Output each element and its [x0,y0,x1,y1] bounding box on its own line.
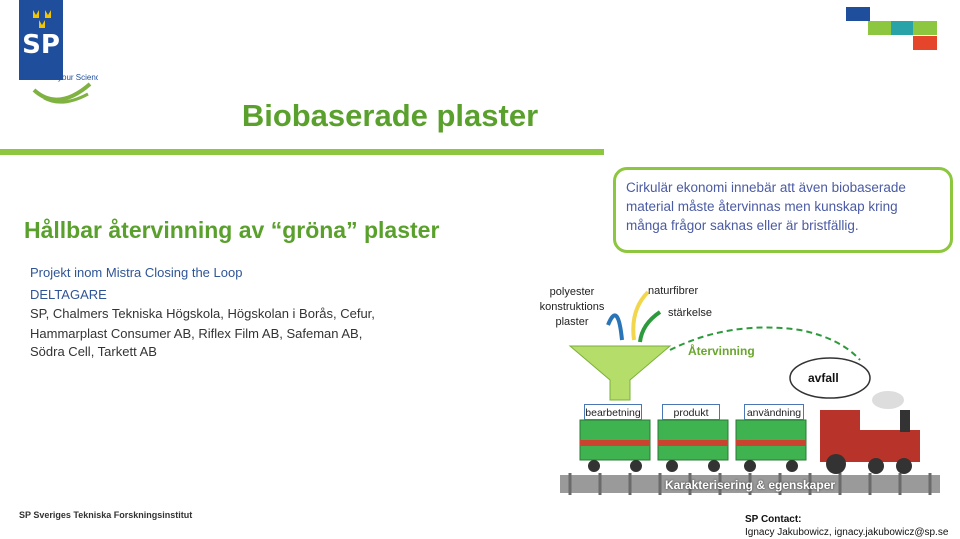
subtitle: Hållbar återvinning av “gröna” plaster [24,217,440,243]
recycling-label: Återvinning [688,344,755,358]
logo-tagline: your Science Partner [58,73,98,82]
input-label: plaster [555,316,589,328]
car-label-use: användning [744,404,804,420]
corner-square [846,7,870,21]
recycling-diagram [560,290,940,495]
page-title: Biobaserade plaster [241,98,539,133]
contact-info: Ignacy Jakubowicz, ignacy.jakubowicz@sp.… [745,527,949,538]
participants-label: DELTAGARE [30,287,107,302]
callout-text: Cirkulär ekonomi innebär att även biobas… [626,180,906,233]
fibres-label: naturfibrer [648,285,699,297]
logo-tagline-arc: your Science Partner [32,73,98,104]
car-label-product: produkt [662,404,720,420]
callout-box: Cirkulär ekonomi innebär att även biobas… [613,167,953,253]
partners-line: Hammarplast Consumer AB, Riflex Film AB,… [30,326,363,341]
locomotive-icon [820,391,920,474]
wagons [579,419,807,461]
logo-text: SP [22,30,60,60]
contact-label: SP Contact: [745,514,802,525]
crowns-icon [33,10,51,28]
corner-square [913,36,937,50]
title-rule [0,149,604,155]
partners-line: Södra Cell, Tarkett AB [30,344,157,359]
car-label-processing: bearbetning [584,404,642,420]
starch-label: stärkelse [668,307,713,319]
corner-square [913,21,937,35]
waste-cloud [789,357,871,399]
input-label: konstruktions [539,301,605,313]
track-label: Karakterisering & egenskaper [664,478,836,492]
sp-logo [19,0,63,80]
waste-label: avfall [808,371,839,385]
track-sleepers [568,473,932,495]
corner-square [891,21,913,35]
corner-square [868,21,892,35]
input-label: polyester [549,286,595,298]
wheels [588,460,798,472]
funnel [568,345,672,401]
partners-line: SP, Chalmers Tekniska Högskola, Högskola… [30,306,375,321]
footer-organization: SP Sveriges Tekniska Forskningsinstitut [19,510,193,520]
project-label: Projekt inom Mistra Closing the Loop [30,265,243,280]
